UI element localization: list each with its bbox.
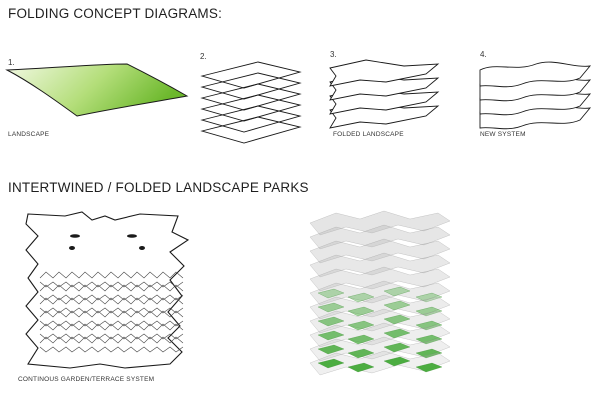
plan-fold-line xyxy=(39,281,184,288)
plan-fold-line xyxy=(39,310,184,318)
green-terrace-patch xyxy=(347,320,375,331)
stack-plane xyxy=(200,105,302,133)
terrace-level xyxy=(309,252,451,278)
terrace-level xyxy=(309,224,451,250)
caption-garden-terrace: CONTINOUS GARDEN/TERRACE SYSTEM xyxy=(18,376,155,383)
step-number-4: 4. xyxy=(480,50,487,59)
green-terrace-patch xyxy=(347,292,375,303)
plan-fold-line xyxy=(39,336,184,344)
caption-new-system: NEW SYSTEM xyxy=(480,131,526,138)
stack-plane xyxy=(200,116,302,144)
wavy-plane xyxy=(479,61,592,88)
green-terrace-patch xyxy=(317,358,345,369)
green-terrace-patch xyxy=(383,328,411,339)
green-terrace-patch xyxy=(347,362,375,373)
stacked-planes-icon xyxy=(200,61,302,144)
terrace-level xyxy=(309,308,451,334)
terrace-level xyxy=(309,350,451,376)
plan-fold-line xyxy=(39,271,184,279)
terrace-level xyxy=(309,294,451,320)
step-number-1: 1. xyxy=(8,58,15,67)
green-terrace-patch xyxy=(317,316,345,327)
heading-landscape-parks: INTERTWINED / FOLDED LANDSCAPE PARKS xyxy=(8,180,309,195)
plan-fold-line xyxy=(39,320,184,327)
wavy-planes-icon xyxy=(479,61,592,130)
stack-plane xyxy=(200,61,302,89)
plan-fold-line xyxy=(39,307,184,314)
green-terrace-patch xyxy=(317,330,345,341)
step-number-3: 3. xyxy=(330,50,337,59)
green-terrace-patch xyxy=(347,348,375,359)
green-terrace-patch xyxy=(383,314,411,325)
terrace-level xyxy=(309,280,451,306)
green-terrace-patch xyxy=(415,362,443,373)
plan-fold-line xyxy=(39,323,184,331)
heading-folding-concept: FOLDING CONCEPT DIAGRAMS: xyxy=(8,6,223,21)
green-terrace-patch xyxy=(383,356,411,367)
folded-plane xyxy=(329,59,440,87)
caption-landscape: LANDSCAPE xyxy=(8,131,50,138)
plan-fold-line xyxy=(39,346,184,353)
stack-plane xyxy=(200,72,302,100)
green-terrace-patch xyxy=(347,334,375,345)
green-terrace-patch xyxy=(317,288,345,299)
plan-fold-line xyxy=(39,294,184,301)
plan-fold-line xyxy=(39,297,184,305)
green-terrace-patch xyxy=(383,300,411,311)
green-terrace-patch xyxy=(383,342,411,353)
terrace-level xyxy=(309,336,451,362)
terrace-tower-diagram xyxy=(309,210,451,376)
step-number-2: 2. xyxy=(200,52,207,61)
green-terrace-patch xyxy=(383,286,411,297)
terrace-level xyxy=(309,210,451,236)
plan-fold-line xyxy=(39,284,184,292)
terrace-level xyxy=(309,266,451,292)
plan-fold-line xyxy=(39,333,184,340)
garden-plan-drawing xyxy=(25,211,190,369)
green-terrace-patch xyxy=(347,306,375,317)
terrace-level xyxy=(309,322,451,348)
terrace-level xyxy=(309,238,451,264)
caption-folded-landscape: FOLDED LANDSCAPE xyxy=(333,131,404,138)
stack-plane xyxy=(200,83,302,111)
green-terrace-patch xyxy=(317,302,345,313)
stack-plane xyxy=(200,94,302,122)
green-terrace-patch xyxy=(317,344,345,355)
landscape-sheet-icon xyxy=(5,63,189,117)
folded-planes-icon xyxy=(329,59,440,129)
